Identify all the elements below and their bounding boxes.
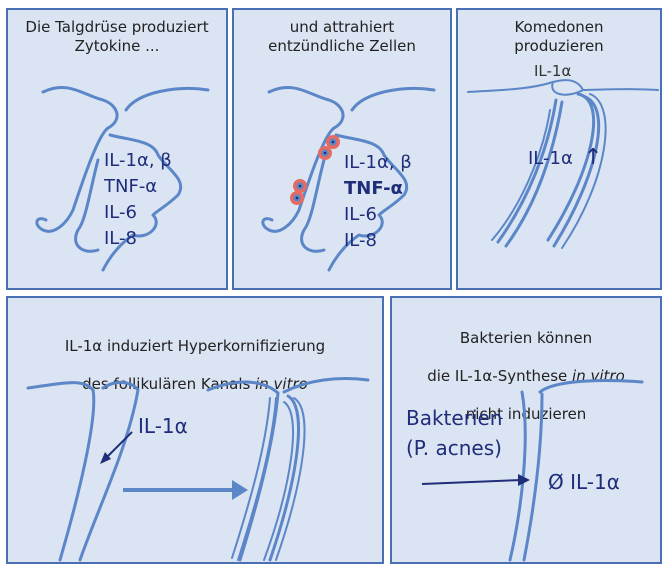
panel-sebaceous-gland: Die Talgdrüse produziert Zytokine ... IL… [6,8,228,290]
cytokine-label-il6: IL-6 [104,202,137,223]
cytokine-label-tnf: TNF-α [344,178,403,199]
bacteria-species-label: (P. acnes) [406,436,502,460]
panel-inflammatory-cells: und attrahiert entzündliche Zellen IL-1α… [232,8,452,290]
no-il1-label: Ø IL-1α [548,470,620,494]
up-arrow-icon: ↑ [584,145,602,170]
inflammatory-cell-icon [318,135,340,160]
cytokine-label-il6: IL-6 [344,204,377,225]
panel-hyperkeratinization: IL-1α induziert Hyperkornifizierung des … [6,296,384,564]
cytokine-label-il8: IL-8 [104,228,137,249]
comedone-il1-label: IL-1α [528,148,573,169]
cytokine-label-tnf: TNF-α [104,176,157,197]
bacteria-arrow [422,480,522,484]
cytokine-label-il1: IL-1α, β [344,152,412,173]
follicle-drawing [8,298,386,566]
cytokine-label-il1: IL-1α, β [104,150,172,171]
bacteria-label: Bakterien [406,406,502,430]
follicle-drawing [392,298,664,566]
il1-label: IL-1α [138,414,188,438]
cytokine-label-il8: IL-8 [344,230,377,251]
panel-comedones: Komedonen produzieren IL-1α IL-1α ↑ [456,8,662,290]
panel-bacteria: Bakterien können die IL-1α-Synthese in v… [390,296,662,564]
